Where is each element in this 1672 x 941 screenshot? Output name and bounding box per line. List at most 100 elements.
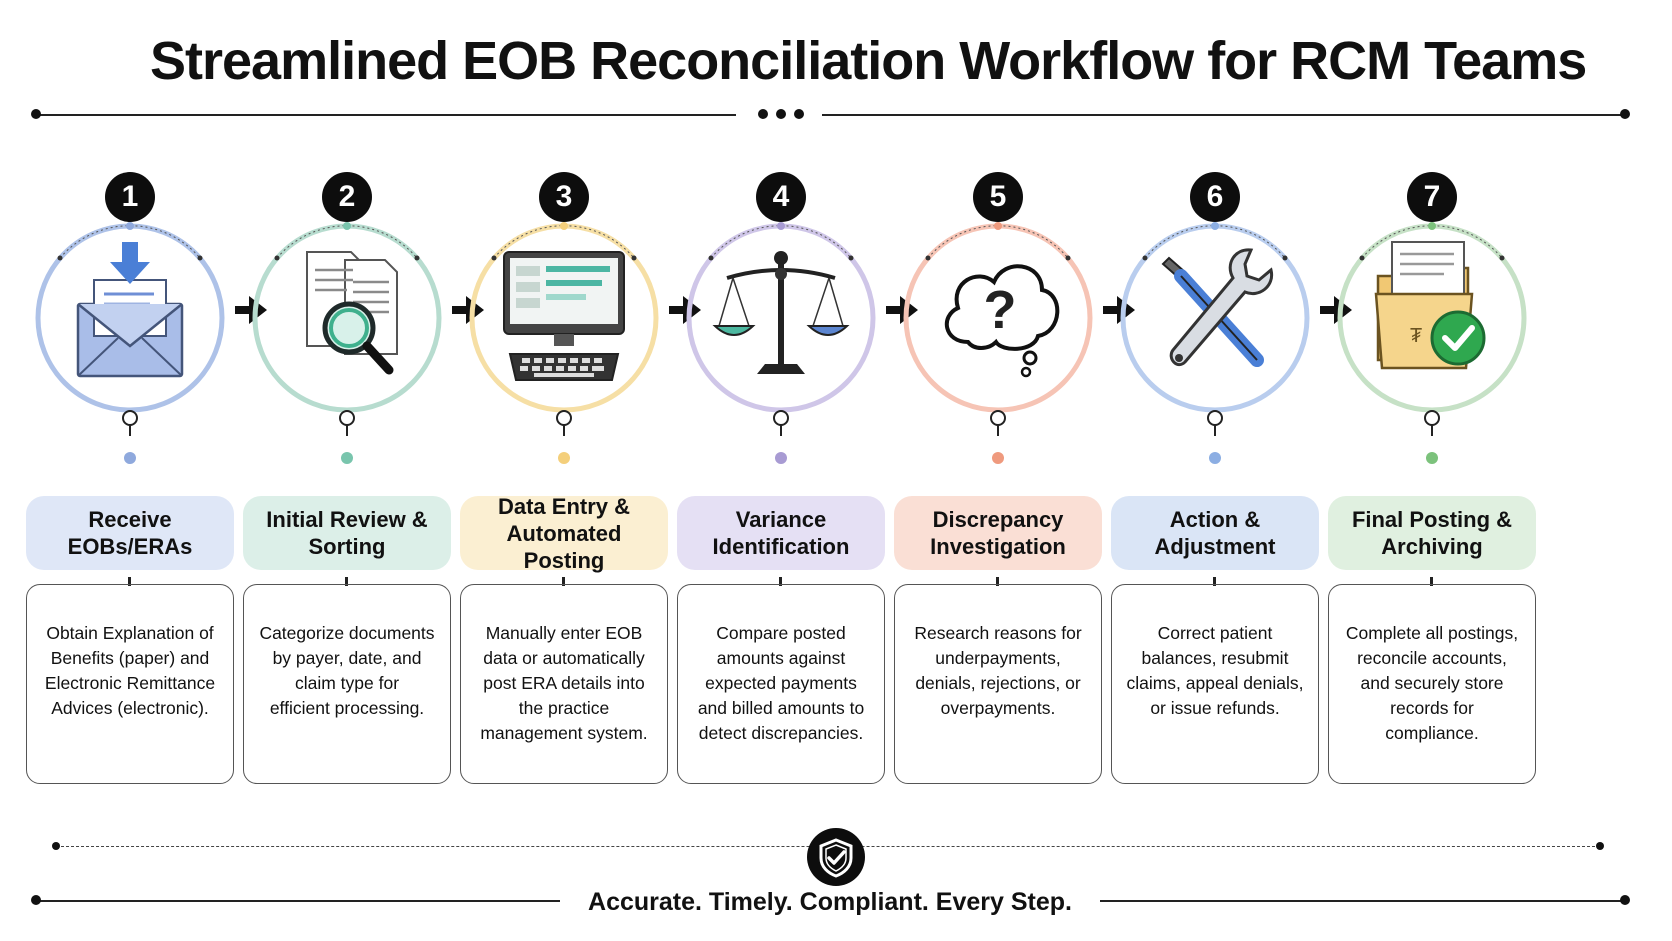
- rule-endpoint: [1620, 895, 1630, 905]
- tagline: Accurate. Timely. Compliant. Every Step.: [560, 888, 1100, 917]
- step-description-line: claims, appeal denials,: [1126, 673, 1304, 693]
- step-ring: [1120, 222, 1310, 464]
- connector-tick: [562, 577, 565, 586]
- step-title-line: Identification: [712, 534, 850, 559]
- shield-check-badge: [807, 828, 865, 886]
- step-title-line: Receive: [88, 507, 172, 532]
- step-description-line: or issue refunds.: [1150, 698, 1280, 718]
- ellipsis-dot: [776, 109, 786, 119]
- folder-check-icon: ₮: [1374, 241, 1486, 370]
- step-description-line: underpayments,: [935, 648, 1061, 668]
- documents-magnifier-icon: [306, 251, 398, 375]
- connector-tick: [128, 577, 131, 586]
- step-description-card: Compare posted amounts against expected pa…: [677, 584, 885, 784]
- step-description-line: Electronic Remittance: [44, 673, 216, 693]
- step-ring: [469, 222, 659, 464]
- step-title-line: Investigation: [930, 534, 1066, 559]
- step-description-line: balances, resubmit: [1141, 648, 1289, 668]
- step-number-badge: 1: [105, 172, 155, 222]
- wrench-tools-icon: [1161, 248, 1274, 367]
- step-title-line: Variance: [735, 507, 827, 532]
- step-title-line: Final Posting &: [1351, 507, 1513, 532]
- question-cloud-icon: ?: [944, 264, 1060, 378]
- step-number-badge: 7: [1407, 172, 1457, 222]
- step-title: Final Posting & Archiving: [1328, 496, 1536, 570]
- step-description-card: Manually enter EOB data or automatically p…: [460, 584, 668, 784]
- step-title: Receive EOBs/ERAs: [26, 496, 234, 570]
- step-title-line: Discrepancy: [932, 507, 1064, 532]
- rule-endpoint: [1620, 109, 1630, 119]
- step-description-line: and billed amounts to: [697, 698, 865, 718]
- workflow-step: 5 ? Discrepancy Investigation Research r…: [894, 160, 1108, 790]
- workflow-step: 2 Initial Review & Sorting: [243, 160, 457, 790]
- workflow-step: 6 Action & Adjustment Correct patient bal…: [1111, 160, 1325, 790]
- step-description-line: Correct patient: [1157, 623, 1273, 643]
- step-title-line: Action &: [1169, 507, 1261, 532]
- step-description-line: Categorize documents: [259, 623, 435, 643]
- connector-tick: [1430, 577, 1433, 586]
- step-title-line: Data Entry &: [497, 493, 631, 519]
- workflow-step: 1 Receive EOBs/ERAs Obtain Explanat: [26, 160, 240, 790]
- step-description-line: Compare posted: [716, 623, 846, 643]
- step-ring: [903, 222, 1093, 464]
- step-title: Data Entry & Automated Posting: [460, 493, 668, 573]
- step-description-line: reconcile accounts,: [1357, 648, 1507, 668]
- step-number-badge: 6: [1190, 172, 1240, 222]
- step-ring: [686, 222, 876, 464]
- step-title-line: Archiving: [1381, 534, 1483, 559]
- step-ring: [1337, 222, 1527, 464]
- step-description-line: Benefits (paper) and: [50, 648, 210, 668]
- step-description-line: Complete all postings,: [1345, 623, 1519, 643]
- step-description-line: post ERA details into: [483, 673, 645, 693]
- connector-tick: [345, 577, 348, 586]
- step-description-card: Complete all postings, reconcile accounts…: [1328, 584, 1536, 784]
- step-title: Variance Identification: [677, 496, 885, 570]
- svg-text:₮: ₮: [1410, 325, 1422, 347]
- connector-tick: [779, 577, 782, 586]
- step-ring: [35, 222, 225, 464]
- workflow-step: 3 Data Entry & Autom: [460, 160, 674, 790]
- step-ring: [252, 222, 442, 464]
- connector-tick: [1213, 577, 1216, 586]
- step-title-line: Automated Posting: [506, 520, 622, 573]
- step-description-line: by payer, date, and: [272, 648, 422, 668]
- balance-scale-icon: [712, 251, 850, 374]
- step-title: Initial Review & Sorting: [243, 496, 451, 570]
- shield-check-icon: [819, 838, 853, 878]
- rule-endpoint: [31, 109, 41, 119]
- step-description-line: Research reasons for: [914, 623, 1082, 643]
- step-description-line: Advices (electronic).: [51, 698, 209, 718]
- step-description-card: Research reasons for underpayments, denial…: [894, 584, 1102, 784]
- rule-endpoint: [1596, 842, 1604, 850]
- step-description-card: Correct patient balances, resubmit claims,…: [1111, 584, 1319, 784]
- step-description-line: efficient processing.: [269, 698, 425, 718]
- step-title-line: Initial Review &: [266, 507, 428, 532]
- header-rule-left: [36, 114, 736, 116]
- step-description-line: management system.: [480, 723, 648, 743]
- step-description-line: compliance.: [1385, 723, 1479, 743]
- step-description-line: the practice: [518, 698, 610, 718]
- step-title: Action & Adjustment: [1111, 496, 1319, 570]
- step-description-card: Obtain Explanation of Benefits (paper) an…: [26, 584, 234, 784]
- step-description-line: data or automatically: [483, 648, 645, 668]
- step-description-line: detect discrepancies.: [698, 723, 864, 743]
- step-description-line: expected payments: [705, 673, 857, 693]
- workflow-step: 4 Variance Identification: [677, 160, 891, 790]
- step-number-badge: 2: [322, 172, 372, 222]
- envelope-download-icon: [76, 242, 184, 378]
- step-title-line: EOBs/ERAs: [67, 534, 193, 559]
- ellipsis-dot: [758, 109, 768, 119]
- step-title: Discrepancy Investigation: [894, 496, 1102, 570]
- step-number-badge: 4: [756, 172, 806, 222]
- svg-text:?: ?: [984, 280, 1017, 340]
- step-description-line: Obtain Explanation of: [46, 623, 214, 643]
- step-title-line: Sorting: [308, 534, 386, 559]
- header-rule-right: [822, 114, 1628, 116]
- step-description-line: denials, rejections, or: [915, 673, 1081, 693]
- step-number-badge: 3: [539, 172, 589, 222]
- ellipsis-dot: [794, 109, 804, 119]
- step-description-line: amounts against: [716, 648, 846, 668]
- step-description-line: Manually enter EOB: [485, 623, 643, 643]
- rule-endpoint: [31, 895, 41, 905]
